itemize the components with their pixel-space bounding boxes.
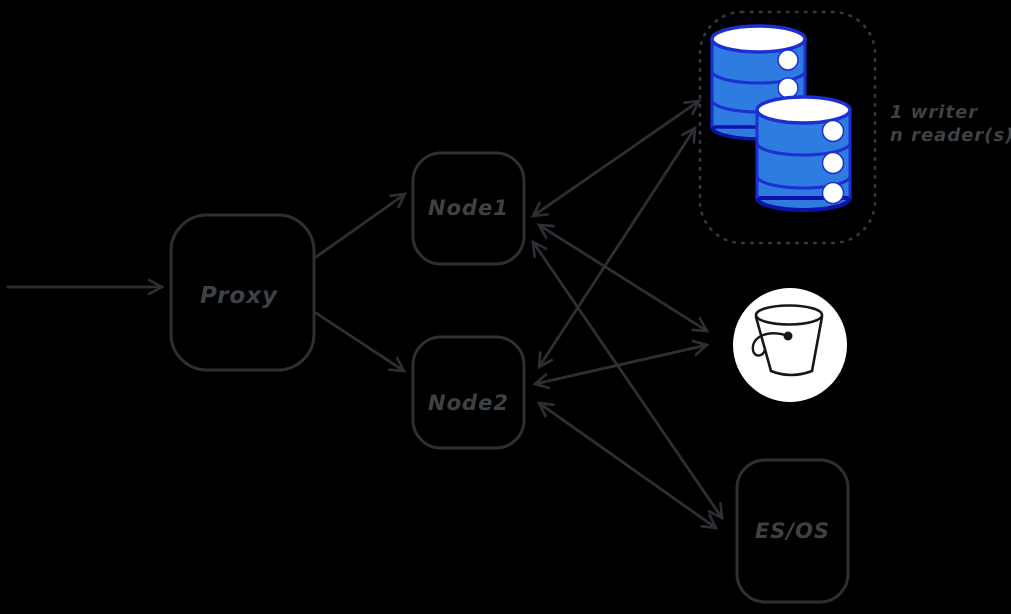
arrow-node2-db	[539, 128, 695, 367]
database-cylinder-front-icon	[754, 95, 853, 212]
esos-label: ES/OS	[754, 519, 831, 543]
arrow-node1-bucket	[539, 225, 707, 331]
proxy-label: Proxy	[199, 283, 279, 309]
db-caption-line1: 1 writer	[890, 102, 979, 123]
node1-box	[411, 151, 526, 266]
db-cluster-dashed-border	[698, 10, 877, 245]
arrow-node2-bucket	[535, 345, 707, 384]
node2-label: Node2	[428, 391, 509, 415]
bucket-icon	[733, 288, 847, 402]
node2-box	[411, 335, 526, 450]
arrow-proxy-to-node2	[314, 311, 404, 371]
db-cluster-caption: 1 writer n reader(s)	[890, 101, 1011, 147]
arrow-proxy-to-node1	[314, 194, 405, 259]
node1-label: Node1	[428, 196, 509, 220]
arrow-node1-esos	[533, 242, 722, 518]
arrow-node2-esos	[539, 403, 716, 528]
db-caption-line2: n reader(s)	[890, 125, 1011, 146]
proxy-box	[169, 213, 316, 372]
esos-box	[735, 458, 850, 604]
